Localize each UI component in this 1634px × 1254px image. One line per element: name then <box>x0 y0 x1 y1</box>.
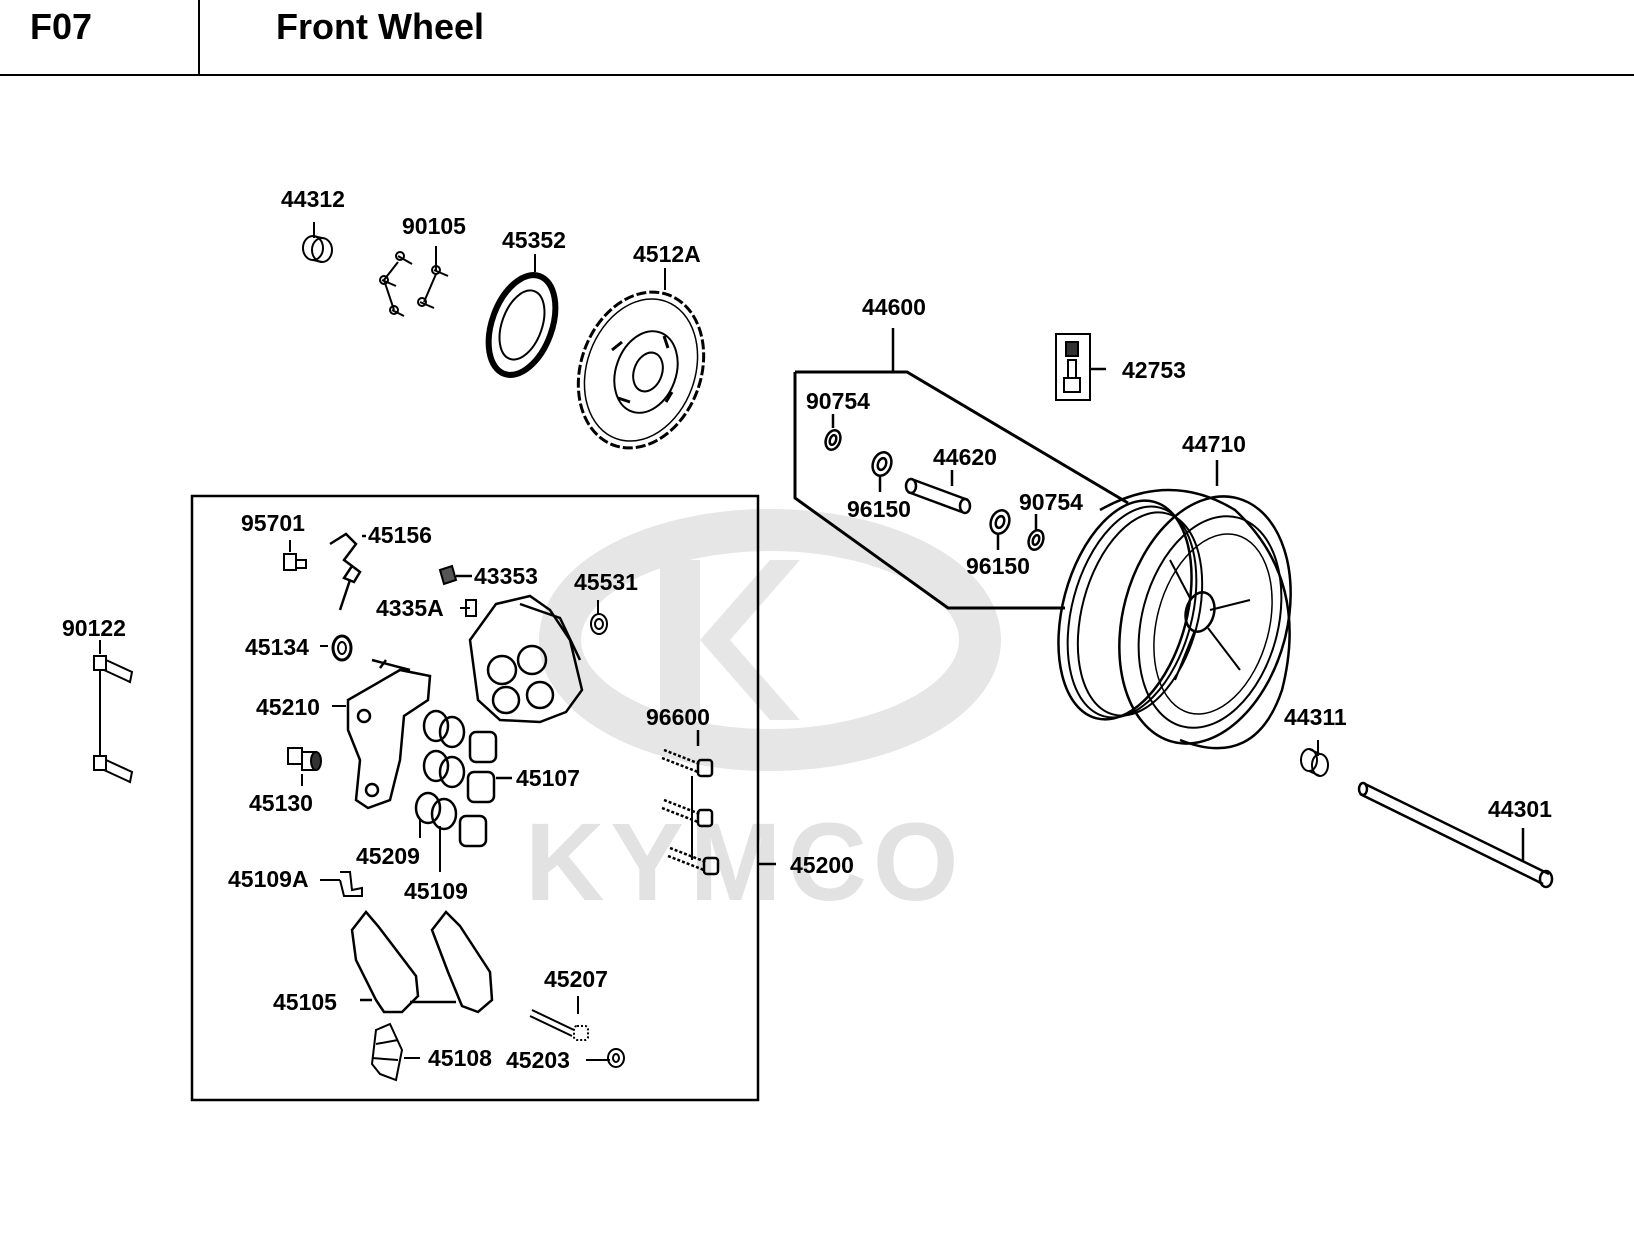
part-label-4335A: 4335A <box>376 595 444 621</box>
spacer-44312-icon <box>302 222 333 263</box>
kymco-watermark: KYMCO <box>525 509 1001 924</box>
part-label-45109A: 45109A <box>228 866 309 892</box>
pad-pin-45207-icon <box>529 996 589 1041</box>
page-header: F07 Front Wheel <box>0 0 1634 76</box>
part-label-44600: 44600 <box>862 294 926 320</box>
part-label-90754-left: 90754 <box>806 388 870 414</box>
bolt-90122-icon <box>93 640 134 784</box>
part-label-90122: 90122 <box>62 615 126 641</box>
bleeder-screw-95701-icon <box>283 540 307 571</box>
part-label-45130: 45130 <box>249 790 313 816</box>
part-label-45531: 45531 <box>574 569 638 595</box>
part-label-4512A: 4512A <box>633 241 701 267</box>
spring-45156-icon <box>329 532 366 611</box>
plug-45531-icon <box>590 600 608 635</box>
part-label-90105: 90105 <box>402 213 466 239</box>
spacer-44311-icon <box>1300 740 1329 777</box>
caliper-assembly-box <box>190 494 760 1102</box>
pad-clip-45109A-icon <box>320 871 363 897</box>
part-label-45207: 45207 <box>544 966 608 992</box>
valve-42753-icon <box>1055 333 1106 401</box>
axle-kit-bracket <box>793 370 1129 610</box>
seal-90754-right-icon <box>1027 514 1045 551</box>
header-divider <box>198 0 200 74</box>
part-label-45210: 45210 <box>256 694 320 720</box>
axle-spacer-44620-icon <box>904 470 972 515</box>
part-label-45134: 45134 <box>245 634 309 660</box>
watermark-text: KYMCO <box>525 801 964 924</box>
bearing-96150-left-icon <box>871 451 893 492</box>
bleeder-cap-43353-icon <box>438 564 472 586</box>
part-labels: 44312 90105 45352 4512A 44600 42753 9075… <box>62 186 1552 1073</box>
part-label-96600: 96600 <box>646 704 710 730</box>
part-label-96150-left: 96150 <box>847 496 911 522</box>
sensor-ring-45352-icon <box>485 254 559 378</box>
part-label-45200: 45200 <box>790 852 854 878</box>
part-label-45352: 45352 <box>502 227 566 253</box>
pad-spring-45108-icon <box>370 1022 420 1082</box>
part-label-45108: 45108 <box>428 1045 492 1071</box>
part-label-45107: 45107 <box>516 765 580 791</box>
page-title: Front Wheel <box>276 6 484 47</box>
part-label-44710: 44710 <box>1182 431 1246 457</box>
part-label-44620: 44620 <box>933 444 997 470</box>
part-label-44311: 44311 <box>1284 704 1347 730</box>
part-label-45156: 45156 <box>368 522 432 548</box>
brake-disc-4512A-icon <box>576 268 706 450</box>
bearing-96150-right-icon <box>989 509 1011 550</box>
part-label-45109: 45109 <box>404 878 468 904</box>
part-label-96150-right: 96150 <box>966 553 1030 579</box>
part-label-44301: 44301 <box>1488 796 1552 822</box>
part-label-45203: 45203 <box>506 1047 570 1073</box>
part-label-43353: 43353 <box>474 563 538 589</box>
part-label-44312: 44312 <box>281 186 345 212</box>
caliper-body-icon <box>468 594 584 724</box>
bleeder-4335A-icon <box>460 599 477 617</box>
brake-pads-45105-icon <box>350 910 494 1014</box>
pin-plug-45203-icon <box>586 1048 625 1068</box>
part-label-42753: 42753 <box>1122 357 1186 383</box>
part-label-95701: 95701 <box>241 510 305 536</box>
part-label-45209: 45209 <box>356 843 420 869</box>
seal-90754-left-icon <box>824 414 842 451</box>
caliper-bracket-45210-icon <box>332 658 432 810</box>
part-label-90754-right: 90754 <box>1019 489 1083 515</box>
seal-45134-icon <box>320 634 353 662</box>
part-label-45105: 45105 <box>273 989 337 1015</box>
section-code: F07 <box>30 6 93 47</box>
front-axle-44301-icon <box>1357 781 1554 889</box>
disc-bolts-90105-icon <box>379 246 449 317</box>
slide-pin-45130-icon <box>287 747 322 786</box>
pistons-45107-icon <box>414 709 512 872</box>
front-wheel-44710-icon <box>1057 460 1292 750</box>
bolts-96600-icon <box>661 730 776 876</box>
